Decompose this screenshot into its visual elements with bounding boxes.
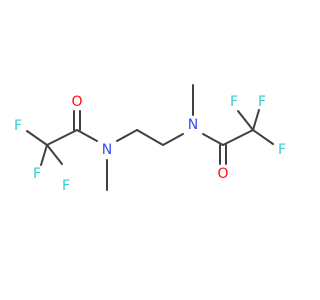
atom-label-o: O	[217, 166, 228, 182]
bond-ch2-ch2	[136, 129, 164, 146]
atom-label-f: F	[62, 178, 70, 194]
bond-cf3-left-f3	[46, 144, 63, 165]
bond-n-ch2-left	[116, 129, 138, 142]
atom-label-f: F	[230, 94, 238, 110]
bond-n-carbonyl-right	[202, 133, 224, 146]
bonds	[26, 84, 274, 191]
atom-label-f: F	[278, 142, 286, 158]
bond-cf3-left-f1	[26, 130, 48, 146]
atom-label-o: O	[71, 94, 82, 110]
bond-cf3-right-f3	[252, 109, 260, 131]
atom-labels: F F F O N N O F F F	[14, 94, 286, 194]
atom-label-f: F	[14, 118, 22, 134]
bond-cf3-right-f1	[237, 110, 254, 131]
atom-label-f: F	[258, 94, 266, 110]
bond-carbonyl-n-left	[76, 129, 98, 142]
bond-cf3-carbonyl-left	[46, 129, 78, 146]
atom-label-f: F	[33, 166, 41, 182]
bond-ch2-n-right	[162, 133, 184, 146]
bond-cf3-right-f2	[252, 129, 274, 145]
bond-carbonyl-cf3-right	[222, 129, 254, 146]
bond-cf3-left-f2	[40, 144, 48, 166]
molecule-structure: F F F O N N O F F F	[14, 84, 286, 194]
atom-label-n: N	[188, 117, 198, 133]
atom-label-n: N	[102, 142, 112, 158]
